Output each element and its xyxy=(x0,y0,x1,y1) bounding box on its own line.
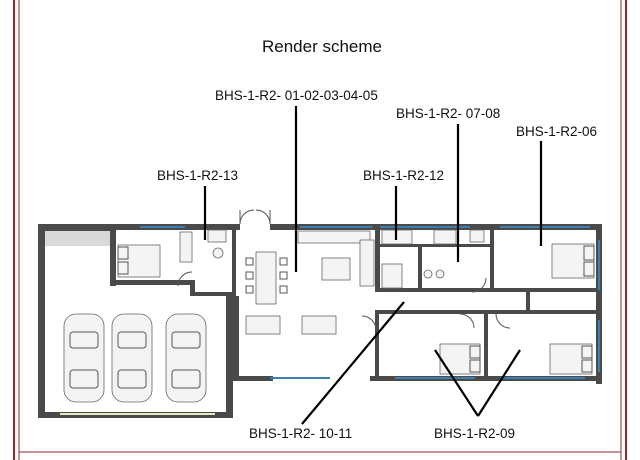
dining-table xyxy=(245,251,288,305)
entry-doors xyxy=(239,209,271,225)
car-left xyxy=(63,313,105,403)
bed-west xyxy=(117,244,161,278)
page-frame xyxy=(13,0,627,460)
windows xyxy=(140,226,600,379)
bed-south-east xyxy=(549,343,593,375)
bed-northeast xyxy=(551,243,595,279)
callout-label-living: BHS-1-R2- 01-02-03-04-05 xyxy=(215,88,378,103)
callout-label-ensuite-west: BHS-1-R2-13 xyxy=(157,168,238,183)
leader-bedrooms-south-left xyxy=(434,349,479,417)
house-plan xyxy=(38,209,602,418)
sofas xyxy=(245,315,337,335)
ensuite-west-fixtures xyxy=(179,229,227,263)
car-middle xyxy=(111,313,153,403)
kitchen xyxy=(297,230,403,289)
callouts: BHS-1-R2- 01-02-03-04-05 BHS-1-R2- 07-08… xyxy=(157,88,597,441)
callout-label-bath-mid: BHS-1-R2-12 xyxy=(363,168,444,183)
garage xyxy=(38,224,233,418)
interior-doors xyxy=(177,271,511,331)
callout-label-bedroom-ne: BHS-1-R2-06 xyxy=(516,124,597,139)
leader-hallway xyxy=(301,301,405,425)
bed-south-west xyxy=(439,343,481,375)
diagram-title: Render scheme xyxy=(262,37,382,56)
callout-label-bath-laundry: BHS-1-R2- 07-08 xyxy=(396,106,500,121)
callout-label-bedrooms-south: BHS-1-R2-09 xyxy=(434,426,515,441)
leader-bedrooms-south-right xyxy=(477,349,521,417)
callout-label-hallway: BHS-1-R2- 10-11 xyxy=(249,426,352,441)
car-right xyxy=(165,313,207,403)
